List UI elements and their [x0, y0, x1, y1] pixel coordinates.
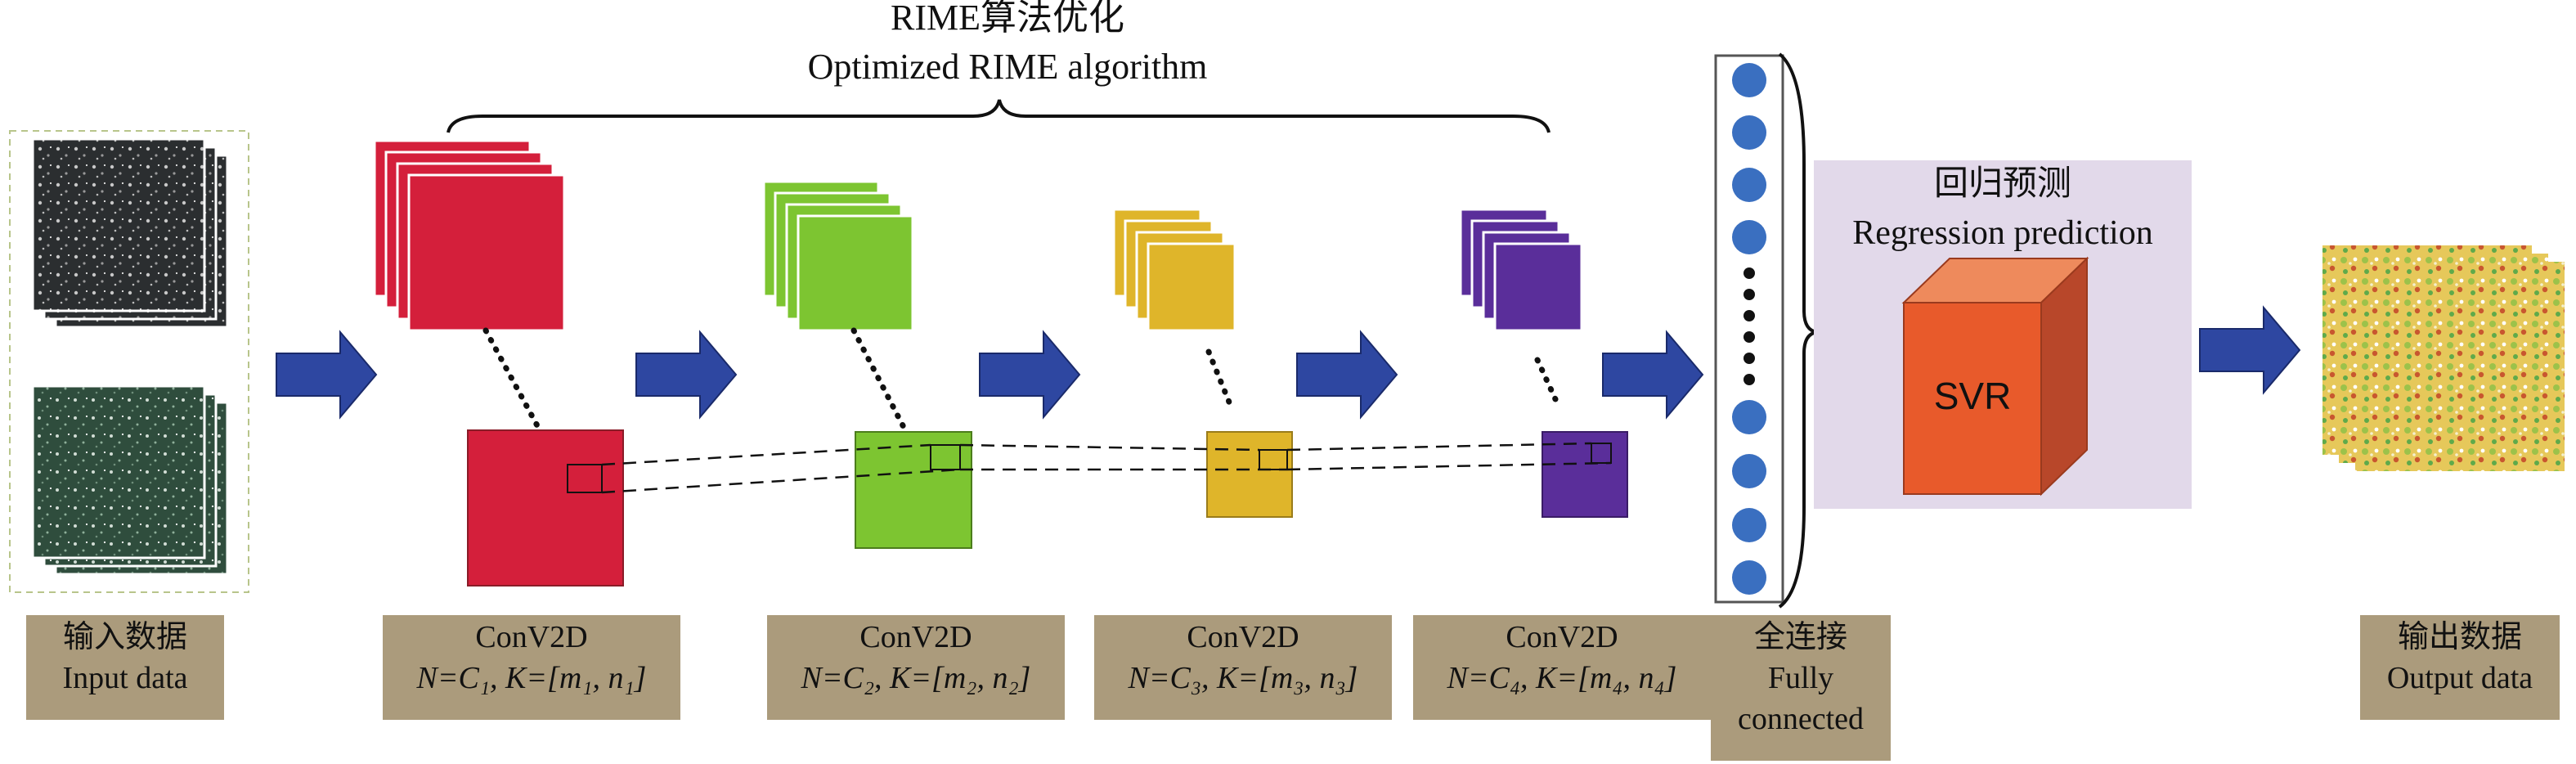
arrow-5-icon: [1602, 330, 1704, 420]
svr-label: SVR: [1934, 375, 2012, 417]
conv1-feature-map: [467, 429, 624, 586]
fc-label-en1: Fully: [1767, 661, 1834, 695]
conv4-dots: [1534, 357, 1559, 402]
svr-cube: [1901, 256, 2089, 497]
arrow-1-icon: [276, 330, 378, 420]
conv1-kernel: [567, 464, 603, 493]
conv3-feature-stack: [1112, 208, 1236, 332]
arrow-4-icon: [1296, 330, 1398, 420]
fc-brace: [1778, 52, 1818, 609]
conv1-feature-stack: [373, 139, 566, 332]
conv1-param: N=C₁, K=[m₁, n₁]: [416, 661, 647, 695]
conv4-title: ConV2D: [1506, 620, 1618, 654]
fc-ellipsis-dots: [1744, 267, 1755, 385]
regression-title-cn: 回归预测: [1934, 165, 2071, 203]
conv3-feature-map: [1206, 431, 1293, 518]
conv1-title: ConV2D: [475, 620, 588, 654]
conv3-param: N=C₃, K=[m₃, n₃]: [1128, 661, 1358, 695]
optimization-title-en: Optimized RIME algorithm: [808, 47, 1208, 87]
input-image-stack-bottom: [31, 384, 229, 576]
conv2-feature-stack: [762, 180, 914, 332]
output-image-stack: [2322, 245, 2565, 471]
conv3-kernel: [1259, 449, 1288, 470]
fc-nodes: [1732, 63, 1766, 595]
output-label-en: Output data: [2386, 661, 2533, 695]
conv4-kernel: [1591, 443, 1612, 464]
fc-label-en2: connected: [1737, 702, 1865, 736]
input-frame: [9, 130, 249, 593]
regression-title-en: Regression prediction: [1852, 214, 2152, 252]
conv4-feature-stack: [1459, 208, 1583, 332]
conv1-label: ConV2D N=C₁, K=[m₁, n₁]: [383, 615, 680, 720]
conv3-title: ConV2D: [1187, 620, 1299, 654]
fully-connected-label: 全连接 Fully connected: [1711, 615, 1891, 761]
arrow-3-icon: [979, 330, 1081, 420]
conv2-title: ConV2D: [859, 620, 972, 654]
conv2-param: N=C₂, K=[m₂, n₂]: [801, 661, 1031, 695]
output-label-cn: 输出数据: [2397, 620, 2522, 654]
input-label-en: Input data: [62, 661, 188, 695]
kernel-connections: [601, 442, 1612, 494]
optimization-brace: [447, 99, 1551, 133]
conv2-label: ConV2D N=C₂, K=[m₂, n₂]: [767, 615, 1065, 720]
conv2-feature-map: [855, 431, 972, 549]
conv4-feature-map: [1542, 431, 1628, 518]
input-data-label: 输入数据 Input data: [26, 615, 224, 720]
conv3-label: ConV2D N=C₃, K=[m₃, n₃]: [1094, 615, 1392, 720]
output-data-label: 输出数据 Output data: [2360, 615, 2560, 720]
conv2-dots: [850, 327, 909, 435]
fc-label-cn: 全连接: [1753, 620, 1847, 654]
flow-arrows: [276, 305, 2301, 420]
arrow-2-icon: [635, 330, 738, 420]
conv4-param: N=C₄, K=[m₄, n₄]: [1447, 661, 1677, 695]
input-image-stack-top: [31, 137, 229, 329]
arrow-6-icon: [2199, 305, 2301, 395]
conv3-dots: [1205, 348, 1233, 407]
optimization-title-cn: RIME算法优化: [891, 0, 1124, 38]
conv4-label: ConV2D N=C₄, K=[m₄, n₄]: [1413, 615, 1711, 720]
conv1-dots: [482, 327, 543, 434]
input-label-cn: 输入数据: [62, 620, 187, 654]
